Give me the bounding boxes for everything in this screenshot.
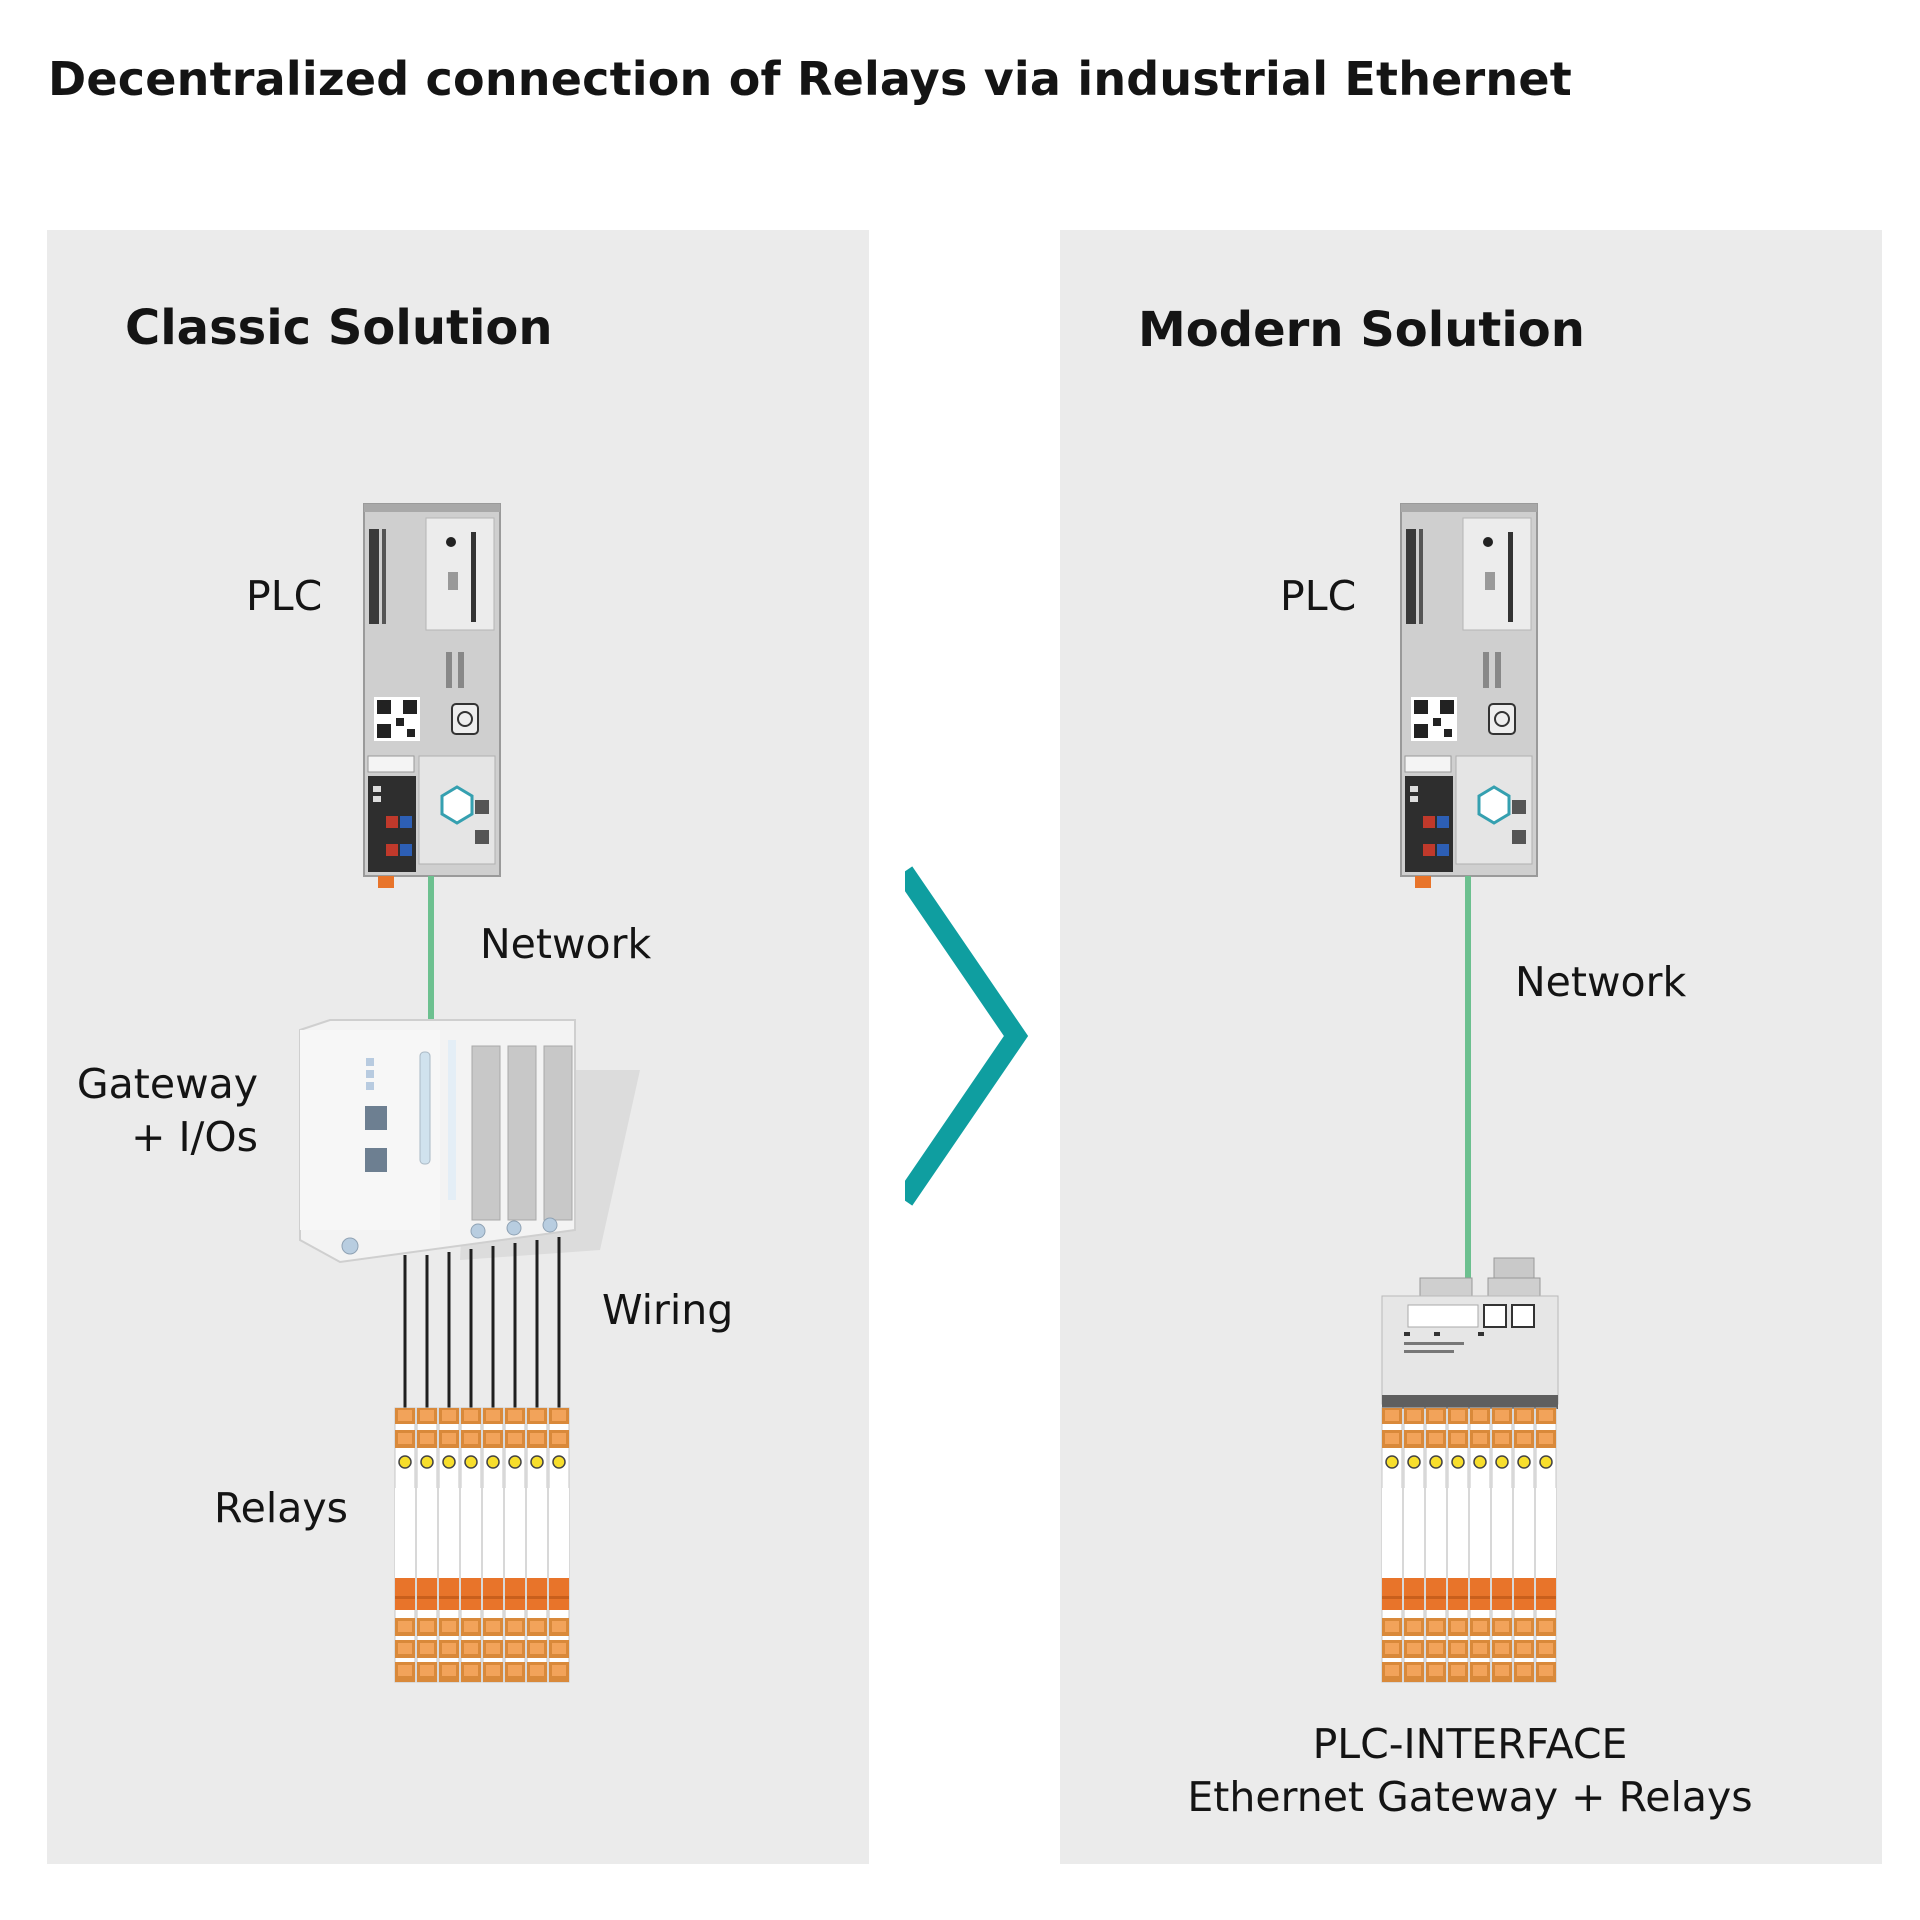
page-title: Decentralized connection of Relays via i… <box>48 52 1572 106</box>
modern-relay-block <box>1381 1407 1557 1683</box>
classic-heading: Classic Solution <box>125 300 553 356</box>
classic-plc-label: PLC <box>246 572 323 620</box>
gateway-label-line2: + I/Os <box>131 1113 258 1162</box>
wiring-label: Wiring <box>602 1286 734 1334</box>
modern-heading: Modern Solution <box>1138 302 1585 358</box>
classic-network-label: Network <box>480 920 652 968</box>
wiring-lines <box>403 1237 561 1408</box>
plc-interface-label-line2: Ethernet Gateway + Relays <box>1187 1773 1753 1822</box>
modern-plc-device <box>1399 502 1539 890</box>
plc-interface-label-line1: PLC-INTERFACE <box>1312 1720 1628 1768</box>
modern-plc-label: PLC <box>1280 572 1357 620</box>
chevron-right-icon <box>895 866 1029 1206</box>
modern-network-label: Network <box>1515 958 1687 1006</box>
plc-interface-gateway <box>1381 1257 1559 1409</box>
classic-plc-device <box>362 502 502 890</box>
plc-interface-label: PLC-INTERFACE Ethernet Gateway + Relays <box>1160 1718 1780 1825</box>
relays-label: Relays <box>214 1484 349 1532</box>
gateway-io-device <box>299 1019 640 1264</box>
arrow-mask <box>869 850 905 1230</box>
classic-relay-block <box>394 1407 570 1683</box>
gateway-label: Gateway + I/Os <box>76 1058 258 1165</box>
gateway-label-line1: Gateway <box>76 1060 258 1108</box>
